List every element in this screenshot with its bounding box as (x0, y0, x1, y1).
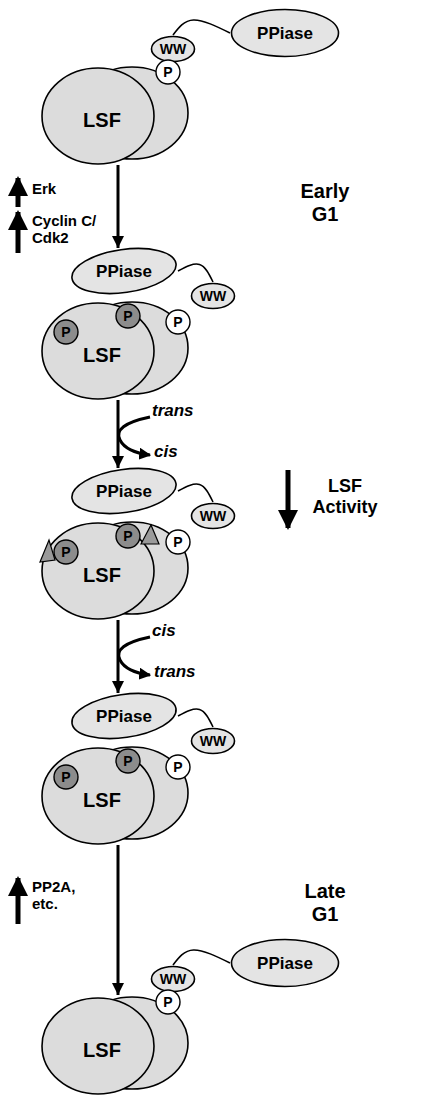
phosphate-outline (116, 524, 140, 548)
protein-lobe (42, 68, 154, 164)
oval-outline (232, 10, 339, 57)
node-label: PPiase (96, 708, 152, 725)
annotation-label: trans (152, 401, 222, 421)
node-label: PPiase (257, 25, 313, 42)
linker-line (178, 709, 213, 727)
protein-lobe (42, 998, 154, 1094)
oval-outline (152, 967, 195, 992)
node-label: P (173, 315, 182, 329)
decrease-arrow (286, 470, 291, 528)
node-label: PPiase (257, 955, 313, 972)
node-label: P (123, 309, 132, 323)
phosphate-circle: P (155, 989, 181, 1015)
domain-oval: WW (190, 282, 236, 310)
annotation-label: Cyclin C/ Cdk2 (32, 212, 117, 247)
enzyme-oval: PPiase (230, 8, 340, 58)
annotation-label: Early G1 (290, 180, 360, 226)
increase-arrow (16, 178, 21, 207)
node-label: P (163, 995, 172, 1009)
phosphate-circle: P (115, 523, 141, 549)
annotation-label: Erk (32, 180, 92, 197)
node-label: LSF (83, 790, 121, 810)
annotation-label: cis (152, 621, 212, 641)
phosphate-circle: P (165, 309, 191, 335)
node-label: LSF (83, 345, 121, 365)
oval-outline (192, 729, 235, 754)
node-label: WW (160, 972, 186, 986)
phosphate-outline (54, 540, 78, 564)
node-label: P (61, 770, 70, 784)
phosphate-outline (54, 765, 78, 789)
transition-arrow (117, 620, 120, 693)
node-label: P (173, 760, 182, 774)
domain-oval: WW (150, 35, 196, 63)
phosphate-circle: P (53, 539, 79, 565)
phosphate-circle: P (165, 529, 191, 555)
isomerization-arrow (119, 637, 150, 675)
enzyme-oval: PPiase (70, 693, 178, 739)
node-label: WW (200, 734, 226, 748)
node-label: P (123, 529, 132, 543)
phosphate-outline (166, 755, 190, 779)
phosphate-circle: P (53, 319, 79, 345)
phosphate-outline (54, 320, 78, 344)
annotation-label: LSF Activity (300, 476, 390, 517)
increase-arrow (16, 878, 21, 924)
protein-lobe (42, 748, 154, 844)
phosphate-outline (156, 990, 180, 1014)
node-label: P (61, 325, 70, 339)
isomerization-arrow (119, 417, 150, 455)
node-label: PPiase (96, 483, 152, 500)
oval-outline (69, 687, 179, 744)
annotation-label: cis (154, 442, 214, 462)
node-label: WW (160, 42, 186, 56)
domain-oval: WW (190, 502, 236, 530)
oval-outline (232, 940, 339, 987)
node-label: P (123, 754, 132, 768)
linker-line (173, 20, 230, 35)
phosphate-circle: P (155, 59, 181, 85)
linker-line (178, 484, 213, 502)
domain-oval: WW (150, 965, 196, 993)
node-label: LSF (83, 110, 121, 130)
node-label: LSF (83, 565, 121, 585)
domain-oval: WW (190, 727, 236, 755)
annotation-label: trans (154, 662, 224, 682)
transition-arrow (117, 845, 120, 995)
increase-arrow (16, 212, 21, 253)
phosphate-outline (166, 310, 190, 334)
enzyme-oval: PPiase (70, 248, 178, 294)
node-label: PPiase (96, 263, 152, 280)
phosphate-circle: P (165, 754, 191, 780)
transition-arrow (117, 400, 120, 468)
oval-outline (69, 242, 179, 299)
node-label: P (163, 65, 172, 79)
node-label: WW (200, 289, 226, 303)
node-label: P (61, 545, 70, 559)
oval-outline (192, 504, 235, 529)
node-label: WW (200, 509, 226, 523)
annotation-label: PP2A, etc. (32, 878, 92, 913)
phosphate-circle: P (115, 748, 141, 774)
annotation-label: Late G1 (290, 880, 360, 926)
oval-outline (192, 284, 235, 309)
oval-outline (69, 462, 179, 519)
node-label: P (173, 535, 182, 549)
oval-outline (152, 37, 195, 62)
transition-arrow (117, 165, 120, 248)
node-label: LSF (83, 1040, 121, 1060)
phosphate-outline (156, 60, 180, 84)
linker-line (173, 950, 230, 965)
linker-line (178, 264, 213, 282)
phosphate-outline (166, 530, 190, 554)
enzyme-oval: PPiase (230, 938, 340, 988)
phosphate-outline (116, 304, 140, 328)
enzyme-oval: PPiase (70, 468, 178, 514)
protein-lobe (42, 303, 154, 399)
phosphate-outline (116, 749, 140, 773)
phosphate-circle: P (53, 764, 79, 790)
protein-lobe (42, 523, 154, 619)
phosphate-circle: P (115, 303, 141, 329)
